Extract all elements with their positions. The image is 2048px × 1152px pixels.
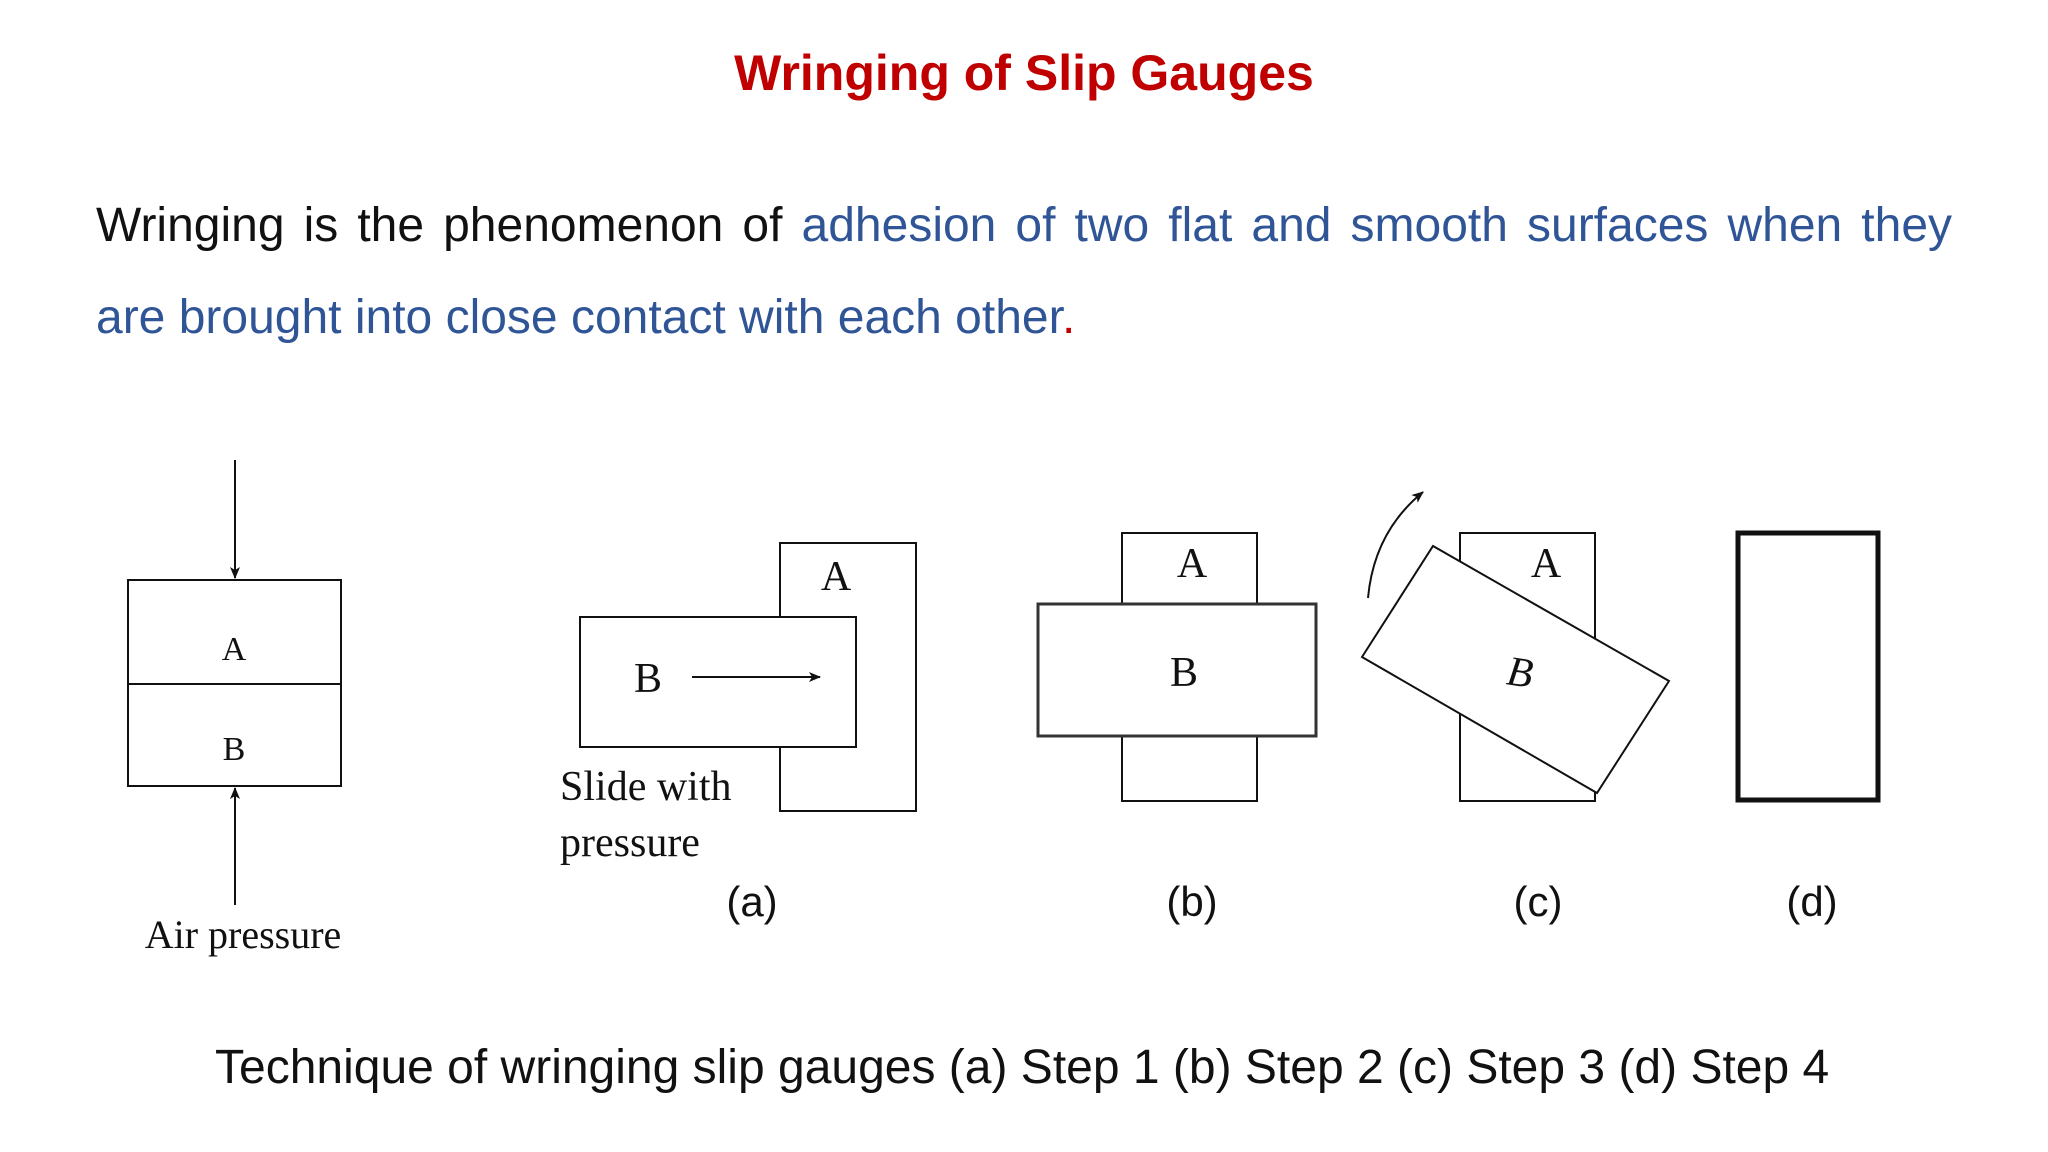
- step-a-block-b-label: B: [634, 656, 662, 702]
- air-block-a-label: A: [222, 631, 247, 668]
- air-block-a: [127, 579, 342, 685]
- step-a-block-a-label: A: [821, 554, 852, 600]
- step-b-block-b-label: B: [1170, 650, 1198, 696]
- step-b-block-b: [1036, 602, 1318, 738]
- step-d-figure: (d): [1735, 530, 1881, 925]
- slide-label-line1: Slide with: [560, 764, 732, 810]
- step-c-label: (c): [1514, 878, 1563, 925]
- definition-end: .: [1061, 291, 1076, 344]
- step-a-block-b: [579, 616, 857, 748]
- step-c-block-b: [1360, 544, 1671, 795]
- definition-highlight: adhesion of two flat and smooth surfaces…: [96, 199, 1953, 344]
- step-a-figure: A B Slide with pressure (a): [560, 542, 917, 925]
- definition-paragraph: Wringing is the phenomenon of adhesion o…: [96, 180, 1952, 364]
- step-a-label: (a): [726, 878, 777, 925]
- step-b-label: (b): [1166, 878, 1217, 925]
- figure-caption: Technique of wringing slip gauges (a) St…: [215, 1041, 1830, 1094]
- air-pressure-label: Air pressure: [145, 912, 342, 957]
- step-b-block-a-label: A: [1177, 541, 1208, 587]
- slide-label-line2: pressure: [560, 820, 700, 866]
- step-d-label: (d): [1786, 878, 1837, 925]
- air-block-b-label: B: [223, 731, 246, 768]
- step-d-combined-block: [1735, 530, 1881, 803]
- rotation-arrow: [1367, 491, 1424, 599]
- air-pressure-figure: A B Air pressure: [127, 460, 342, 957]
- step-c-figure: A B (c): [1360, 491, 1671, 925]
- step-b-figure: A B (b): [1036, 532, 1318, 925]
- air-block-b: [127, 683, 342, 787]
- step-c-block-a-label: A: [1531, 541, 1562, 587]
- slide-title: Wringing of Slip Gauges: [734, 45, 1314, 101]
- definition-lead: Wringing is the phenomenon of: [96, 199, 802, 252]
- step-c-block-b-label: B: [1504, 648, 1536, 697]
